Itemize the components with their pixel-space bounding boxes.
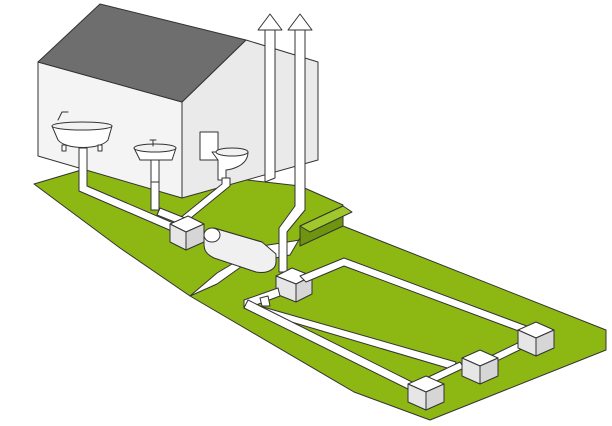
inlet-box <box>169 215 205 251</box>
drain-line-3 <box>259 295 271 307</box>
distribution-box-3 <box>407 375 445 411</box>
vent-cap-right <box>287 13 313 31</box>
toilet <box>199 131 249 181</box>
distribution-box-2 <box>461 349 499 385</box>
house-roof <box>37 3 247 103</box>
vent-cap-left <box>257 13 283 31</box>
pipe-sink <box>150 181 160 211</box>
vent-stack-left <box>264 29 276 183</box>
vent-stacks <box>257 13 313 273</box>
sink <box>133 139 177 185</box>
lawn-step-top <box>299 205 353 233</box>
bathtub <box>51 111 113 152</box>
distribution-box-1 <box>517 321 555 357</box>
septic-tank <box>203 227 277 273</box>
